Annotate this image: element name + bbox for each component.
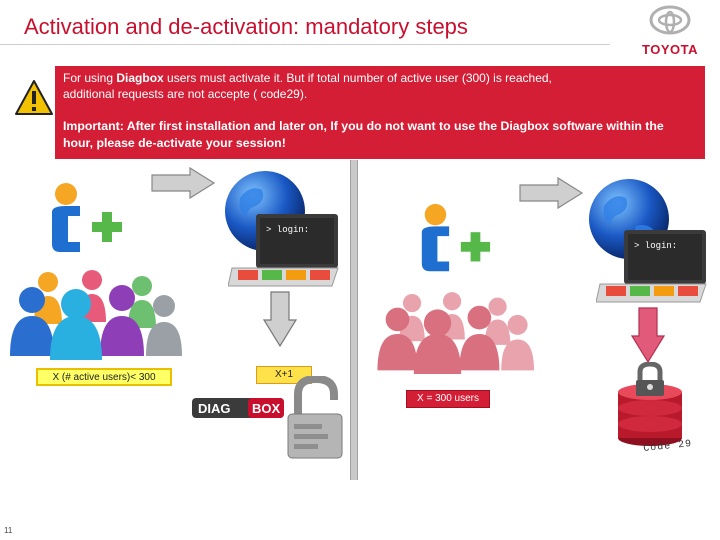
warning-icon	[15, 80, 53, 115]
notice-product-name: Diagbox	[116, 71, 164, 85]
brand-wordmark: TOYOTA	[642, 42, 698, 57]
slide-title: Activation and de-activation: mandatory …	[24, 14, 468, 39]
locked-database-icon	[618, 362, 682, 446]
arrow-right-icon-right	[519, 176, 584, 210]
notice-line1-suffix: users must activate it. But if total num…	[163, 71, 552, 85]
toyota-logo	[649, 5, 691, 35]
active-users-increment-label: X+1	[256, 366, 312, 384]
diagbox-logo: DIAG BOX	[192, 398, 284, 418]
scenario-divider	[350, 160, 358, 480]
svg-text:DIAG: DIAG	[198, 401, 231, 416]
arrow-right-icon	[151, 166, 216, 200]
active-users-at-limit-label: X = 300 users	[406, 390, 490, 408]
laptop-icon: > login:	[228, 214, 339, 287]
terminal-prompt: > login:	[266, 225, 309, 235]
active-users-below-limit-label: X (# active users)< 300	[36, 368, 172, 386]
unlocked-padlock-icon	[287, 376, 343, 459]
add-user-icon-right	[421, 203, 491, 272]
user-group-icon-right	[377, 292, 534, 375]
title-divider	[0, 44, 610, 45]
laptop-icon-right: > login:	[596, 230, 707, 303]
arrow-down-icon	[262, 291, 298, 348]
terminal-prompt-right: > login:	[634, 241, 677, 251]
notice-line2: additional requests are not accepte ( co…	[63, 87, 308, 101]
slide-number: 11	[4, 526, 13, 535]
add-user-icon	[52, 183, 122, 252]
svg-text:BOX: BOX	[252, 401, 281, 416]
notice-important: Important: After first installation and …	[63, 119, 664, 150]
notice-line1-prefix: For using	[63, 71, 117, 85]
notice-panel: For using Diagbox users must activate it…	[55, 66, 705, 159]
user-group-icon	[10, 270, 182, 360]
arrow-down-icon-right	[630, 307, 666, 364]
notice-text: For using Diagbox users must activate it…	[63, 70, 697, 102]
